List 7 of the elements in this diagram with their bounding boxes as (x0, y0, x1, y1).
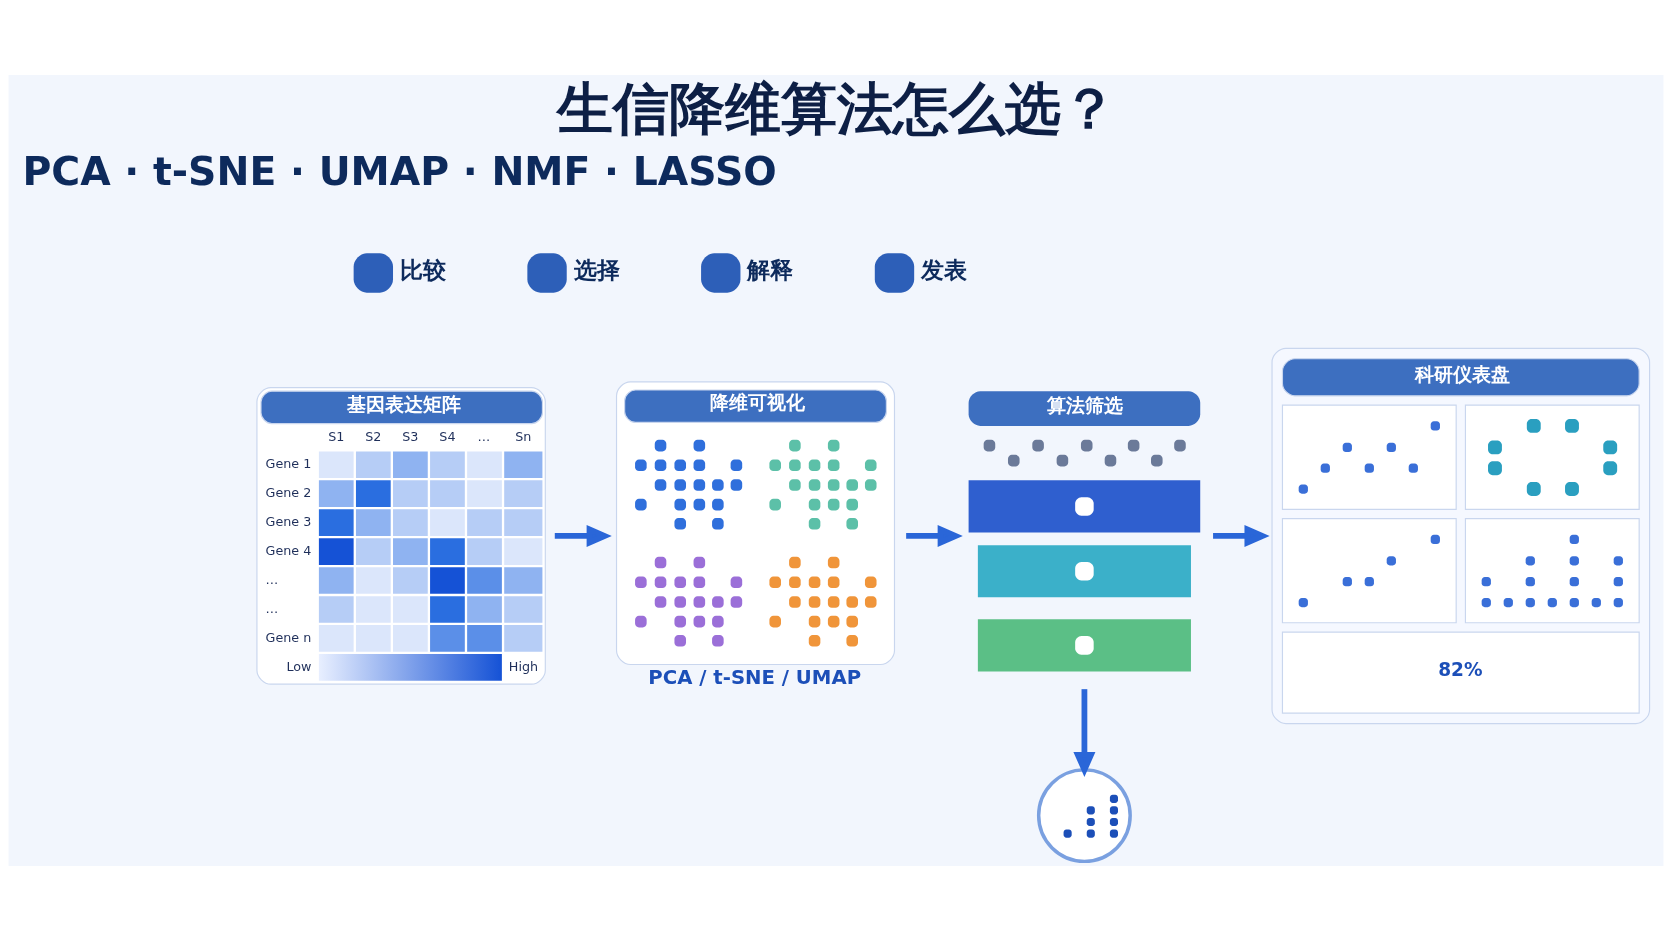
node-label: PCA / t-SNE / UMAP (648, 665, 862, 689)
label: 解释 (747, 256, 794, 283)
diagram-title: 生信降维算法怎么选？ (557, 75, 1118, 141)
label: 发表 (921, 256, 968, 283)
label: 选择 (573, 256, 620, 283)
label: 比较 (399, 256, 446, 283)
label: PCA · t-SNE · UMAP · NMF · LASSO (22, 148, 777, 195)
